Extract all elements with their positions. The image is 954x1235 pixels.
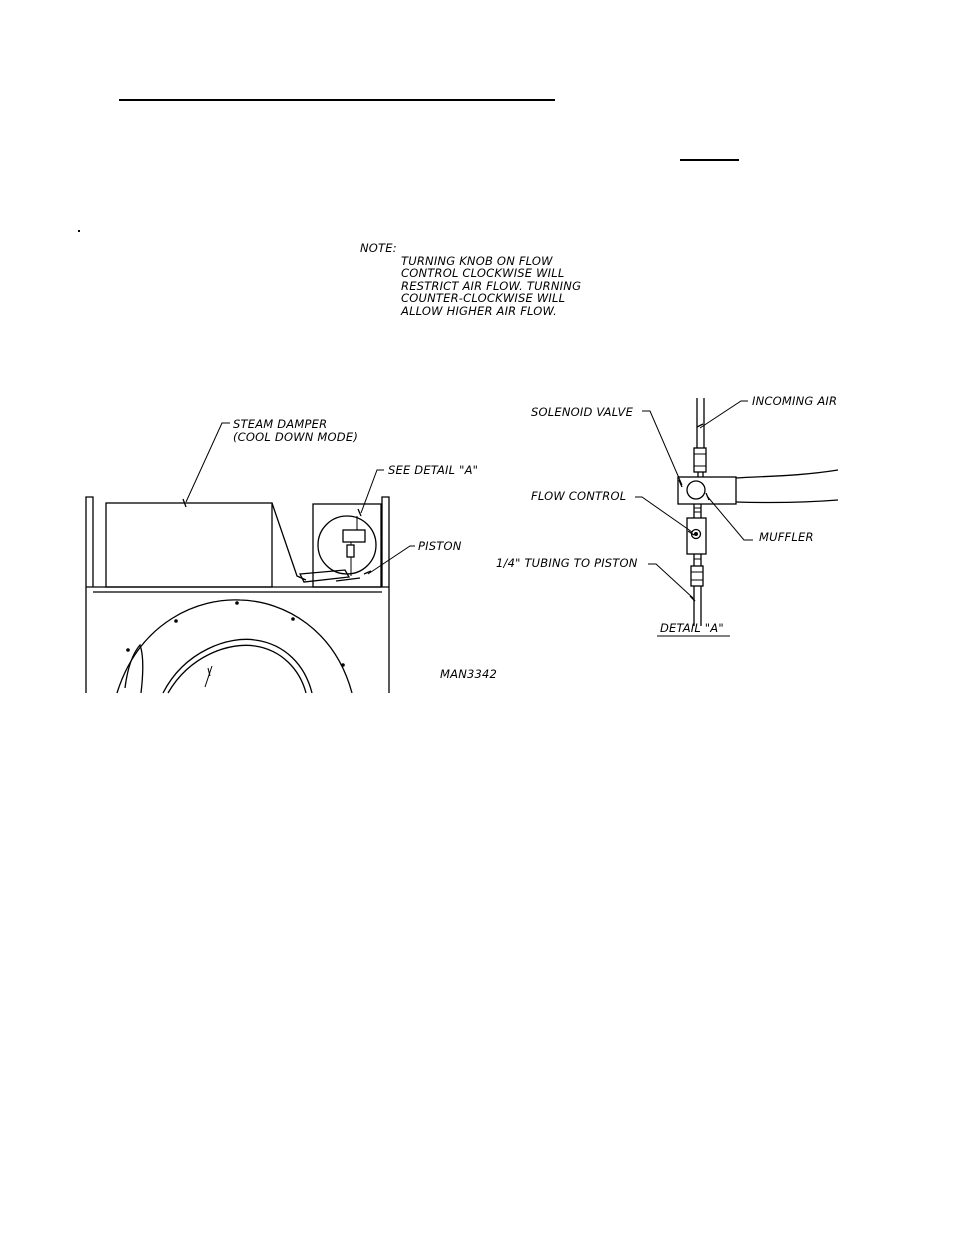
note-line: COUNTER-CLOCKWISE WILL [401,291,566,306]
muffler-label: MUFFLER [759,530,814,544]
heading-underline [119,99,555,101]
steam-damper-mode-label: (COOL DOWN MODE) [233,430,358,444]
solenoid-valve-label: SOLENOID VALVE [531,405,634,419]
see-detail-label: SEE DETAIL "A" [388,463,478,477]
door-hinge [124,643,144,694]
tubing-label: 1/4" TUBING TO PISTON [496,556,638,570]
detail-box [312,503,382,588]
piston-label: PISTON [418,539,462,553]
drum-opening [116,599,353,694]
flow-control-note: NOTE: TURNING KNOB ON FLOW CONTROL CLOCK… [360,242,581,318]
flow-control-body [686,517,707,555]
detail-a-title: DETAIL "A" [660,621,724,635]
note-line: RESTRICT AIR FLOW. TURNING [401,278,582,293]
note-line: TURNING KNOB ON FLOW [401,253,553,268]
note-line: ALLOW HIGHER AIR FLOW. [401,303,558,318]
note-heading: NOTE: [360,241,397,255]
short-underline [680,159,739,161]
incoming-air-label: INCOMING AIR [752,394,837,408]
note-line: CONTROL CLOCKWISE WILL [401,266,565,281]
drawing-number: MAN3342 [440,667,497,681]
stray-dot [78,230,80,232]
detail-a-assembly [677,398,839,626]
solenoid-valve-body [677,476,737,505]
steam-damper-box [105,502,273,588]
piston-cylinder [298,569,351,583]
flow-control-label: FLOW CONTROL [531,489,626,503]
steam-damper-label: STEAM DAMPER [233,417,327,431]
dryer-assembly [85,496,390,694]
